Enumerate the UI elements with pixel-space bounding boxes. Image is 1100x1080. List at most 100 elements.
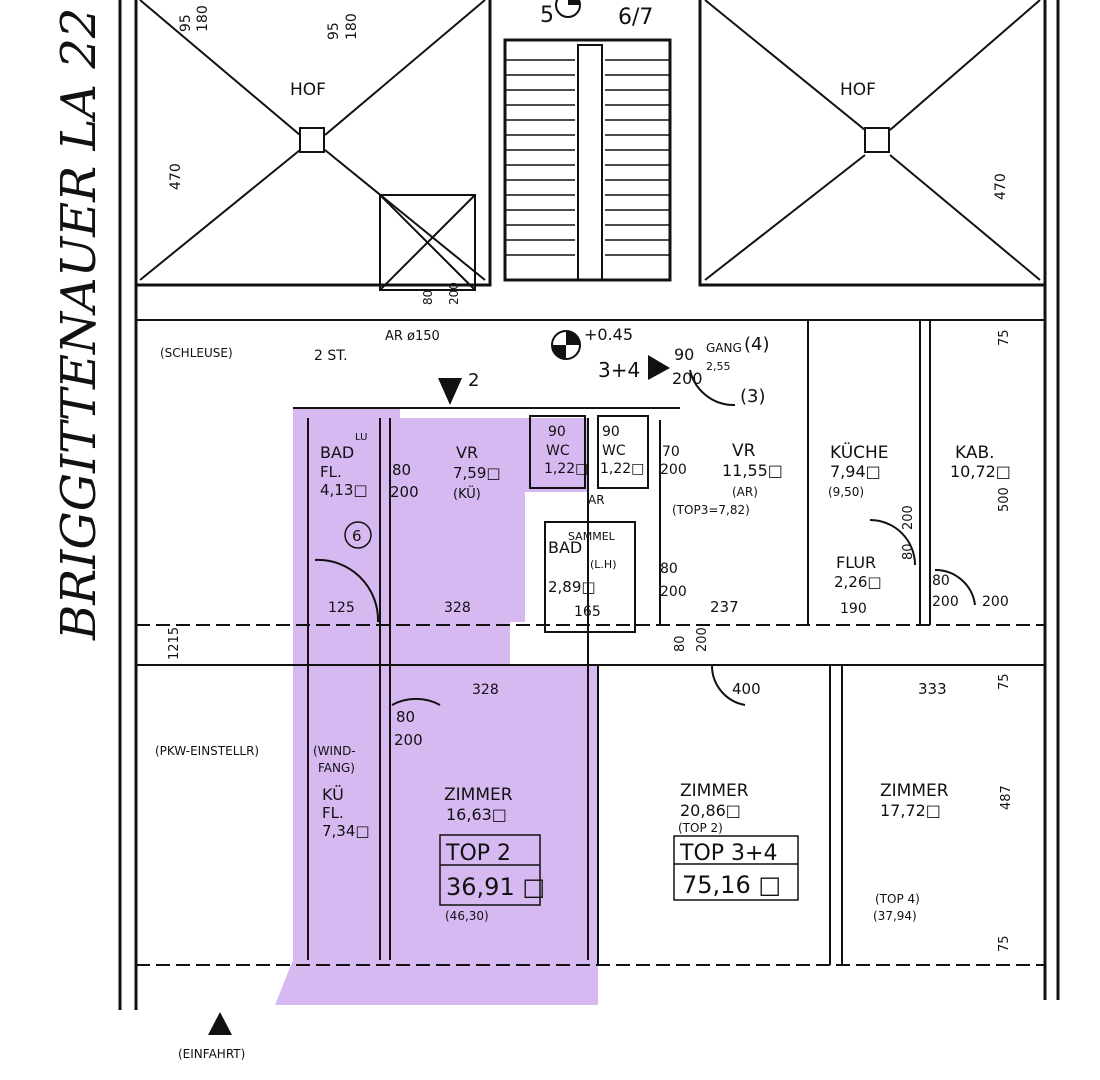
top34-kab-area: 10,72□ xyxy=(950,462,1011,481)
top34-flur-dim: 190 xyxy=(840,601,867,617)
top34-vr-area: 11,55□ xyxy=(722,461,783,480)
top34-dim-75a: 75 xyxy=(997,329,1012,346)
top2-vr-sub: (KÜ) xyxy=(453,485,481,502)
hof-right: HOF xyxy=(840,80,876,100)
stair-levels: 5 xyxy=(540,3,554,28)
street-name: BRIGGITTENAUER LA 22 xyxy=(51,8,107,641)
top2-bad-fl: FL. xyxy=(320,463,342,481)
top2-bad-name: BAD xyxy=(320,443,354,462)
top34-vr-sub: (AR) xyxy=(732,485,758,499)
top34-sammel: SAMMEL xyxy=(568,530,616,543)
top34-door-b1: 80 xyxy=(673,635,688,652)
top2-vr-area: 7,59□ xyxy=(453,464,501,482)
hof-left: HOF xyxy=(290,80,326,100)
top2-wc-name: WC xyxy=(546,443,570,459)
top34-vr-top3: (TOP3=7,82) xyxy=(672,503,750,517)
dim-95-a: 95 xyxy=(178,14,194,32)
top2-bad-d1: 80 xyxy=(392,461,411,479)
top2-zimmer-name: ZIMMER xyxy=(444,785,513,805)
top2-vr-name: VR xyxy=(456,443,478,462)
level-marker xyxy=(551,0,581,360)
top2-kue-name: KÜ xyxy=(322,785,344,804)
hof-left-dim: 470 xyxy=(168,163,184,190)
top2-dim-328b: 328 xyxy=(472,682,499,698)
top34-zimmer2-name: ZIMMER xyxy=(880,781,949,801)
top34-bad-lh: (L.H) xyxy=(590,558,616,571)
top34-dim-75c: 75 xyxy=(997,935,1012,952)
top34-ar: AR xyxy=(588,493,605,507)
top2-label-box xyxy=(439,834,541,906)
top34-kab-name: KAB. xyxy=(955,443,995,463)
stair-well xyxy=(577,44,603,281)
top2-wc-area: 1,22□ xyxy=(544,461,588,477)
einfahrt-label: (EINFAHRT) xyxy=(178,1047,245,1061)
gang-n4: (4) xyxy=(744,334,770,355)
top34-zimmer1-name: ZIMMER xyxy=(680,781,749,801)
top34-door-c2: 200 xyxy=(932,594,959,610)
top34-door-b2: 200 xyxy=(695,627,710,652)
top34-flur-area: 2,26□ xyxy=(834,573,882,591)
top2-bad-area: 4,13□ xyxy=(320,481,368,499)
top34-kueche-area: 7,94□ xyxy=(830,462,881,481)
pkw-label: (PKW-EINSTELLR) xyxy=(155,744,259,758)
top2-orig: (46,30) xyxy=(445,909,489,923)
top34-zimmer2-sub1: (TOP 4) xyxy=(875,892,920,906)
top34-zimmer1-area: 20,86□ xyxy=(680,801,741,820)
lift-shaft xyxy=(379,194,476,291)
top34-arrow-label: 3+4 xyxy=(598,358,640,382)
dim-180-b: 180 xyxy=(344,13,360,40)
top2-arrow-label: 2 xyxy=(468,370,479,391)
top2-windfang-1: (WIND- xyxy=(313,744,356,758)
top34-dim-487: 487 xyxy=(999,785,1014,810)
top34-door-a1: 80 xyxy=(660,561,678,577)
top34-dim-333: 333 xyxy=(918,680,947,698)
gang-label: GANG xyxy=(706,341,742,355)
top34-vr-d2: 200 xyxy=(660,462,687,478)
top34-zimmer2-sub2: (37,94) xyxy=(873,909,917,923)
top34-dim-75b: 75 xyxy=(997,673,1012,690)
top34-flur-d2: 200 xyxy=(901,505,916,530)
courtyard-diagonals xyxy=(139,0,1041,281)
dim-180-a: 180 xyxy=(195,5,211,32)
top34-kueche-sub: (9,50) xyxy=(828,485,864,499)
top34-wc-d: 90 xyxy=(602,424,620,440)
walls xyxy=(118,0,1060,1010)
top34-label-box xyxy=(673,835,799,901)
gang-d1: 90 xyxy=(674,345,694,364)
top34-bad-area: 2,89□ xyxy=(548,578,596,596)
gang-n3: (3) xyxy=(740,386,766,407)
top2-label: TOP 2 xyxy=(445,841,511,866)
top34-entry-arrow xyxy=(648,355,670,380)
top2-door-d2: 200 xyxy=(394,731,423,749)
gang-area: 2,55 xyxy=(706,360,731,373)
top34-door-a2: 200 xyxy=(660,584,687,600)
lift-d2: 200 xyxy=(447,282,461,305)
schleuse-label: (SCHLEUSE) xyxy=(160,346,233,360)
top34-flur-d1: 80 xyxy=(901,543,916,560)
top2-kue-area: 7,34□ xyxy=(322,822,370,840)
top34-dim-237: 237 xyxy=(710,598,739,616)
top34-flur-name: FLUR xyxy=(836,553,876,572)
top34-dim-400: 400 xyxy=(732,680,761,698)
dim-95-b: 95 xyxy=(326,22,342,40)
top34-door-c3: 200 xyxy=(982,594,1009,610)
top2-bad-lu: LU xyxy=(355,432,367,443)
stair-treads xyxy=(505,44,670,281)
top2-zimmer-area: 16,63□ xyxy=(446,805,507,824)
top34-label: TOP 3+4 xyxy=(679,841,777,866)
top34-vr-d1: 70 xyxy=(662,444,680,460)
top2-total: 36,91 □ xyxy=(446,873,545,901)
hof-right-dim: 470 xyxy=(993,173,1009,200)
top34-zimmer1-sub: (TOP 2) xyxy=(678,821,723,835)
top34-kueche-name: KÜCHE xyxy=(830,441,889,463)
einfahrt-arrow xyxy=(208,1012,232,1035)
lift-d1: 80 xyxy=(421,290,435,305)
top2-dim-125: 125 xyxy=(328,600,355,616)
top2-windfang-2: FANG) xyxy=(318,761,355,775)
level-label: +0.45 xyxy=(584,325,633,344)
dim-1215: 1215 xyxy=(167,627,182,660)
lift-ar: AR ø150 xyxy=(385,329,440,344)
top2-kue-fl: FL. xyxy=(322,804,344,822)
top2-highlight xyxy=(275,408,598,1005)
top34-bad-dim: 165 xyxy=(574,604,601,620)
